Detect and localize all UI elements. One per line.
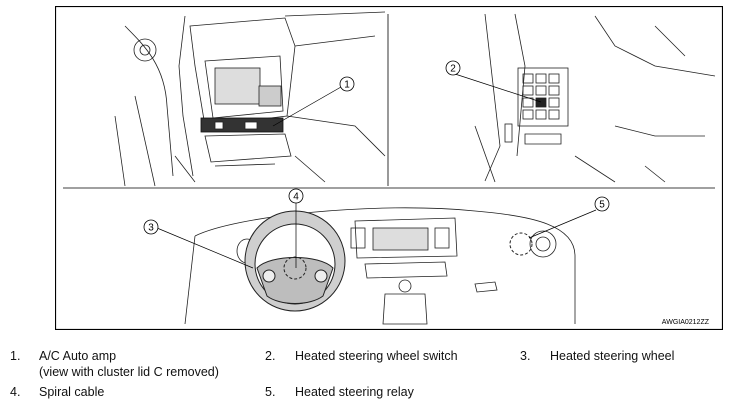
steering-wheel [244, 210, 346, 312]
legend-1-sublabel: (view with cluster lid C removed) [39, 365, 219, 379]
callout-5: 5 [594, 196, 610, 212]
callout-2-number: 2 [450, 64, 456, 75]
legend-1-label: A/C Auto amp [39, 349, 117, 363]
callout-4-number: 4 [293, 192, 299, 203]
legend-5-number: 5. [265, 385, 276, 399]
relay-location-marker [509, 232, 533, 256]
legend-1-number: 1. [10, 349, 21, 363]
component-location-figure: 1 2 3 4 5 AWGIA0212ZZ [55, 6, 723, 330]
legend-5-label: Heated steering relay [295, 385, 414, 399]
figure-code: AWGIA0212ZZ [662, 319, 710, 326]
legend-3-label: Heated steering wheel [550, 349, 675, 363]
console-view [114, 11, 386, 187]
switch-bank-view [474, 13, 716, 183]
callout-leaders [156, 73, 597, 269]
callout-1: 1 [339, 76, 355, 92]
callout-3-number: 3 [148, 223, 154, 234]
callout-2: 2 [445, 60, 461, 76]
legend-2-number: 2. [265, 349, 276, 363]
legend-3-number: 3. [520, 349, 531, 363]
legend-4-number: 4. [10, 385, 21, 399]
callout-4: 4 [288, 188, 304, 204]
legend-4-label: Spiral cable [39, 385, 105, 399]
callout-3: 3 [143, 219, 159, 235]
callout-1-number: 1 [344, 80, 350, 91]
callout-5-number: 5 [599, 200, 605, 211]
figure-frame [55, 6, 723, 330]
legend-2-label: Heated steering wheel switch [295, 349, 458, 363]
